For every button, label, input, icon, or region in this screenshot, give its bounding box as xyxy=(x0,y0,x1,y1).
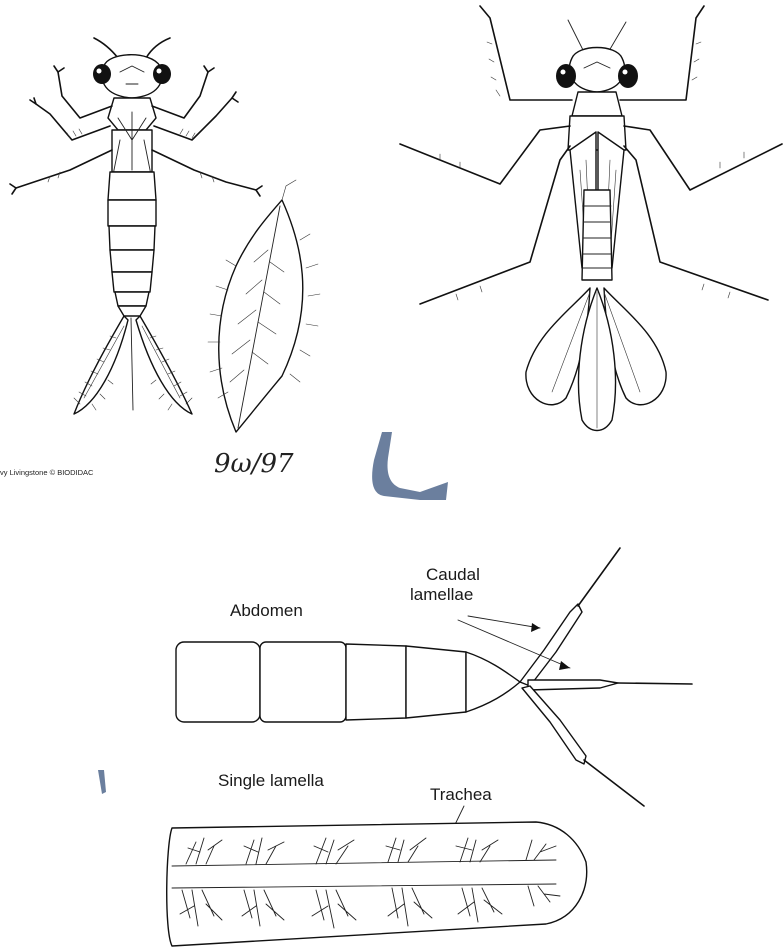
watermark-tick-shape xyxy=(98,770,106,794)
abdomen-label: Abdomen xyxy=(230,601,303,620)
caudal-lamellae-label-line1: Caudal xyxy=(426,565,480,584)
right-nymph-drawing xyxy=(400,6,782,431)
trachea-label: Trachea xyxy=(430,785,492,804)
caudal-lamellae-label-line2: lamellae xyxy=(410,585,473,604)
watermark-hook-shape xyxy=(372,432,448,500)
illustration-credit: vy Livingstone © BIODIDAC xyxy=(0,468,94,477)
artist-signature: 9ω/97 xyxy=(214,449,294,479)
single-lamella-label: Single lamella xyxy=(218,771,324,790)
detached-lamella-drawing xyxy=(208,180,320,432)
abdomen-diagram: Abdomen Caudal lamellae xyxy=(176,548,692,806)
single-lamella-diagram: Single lamella Trachea xyxy=(167,771,587,946)
